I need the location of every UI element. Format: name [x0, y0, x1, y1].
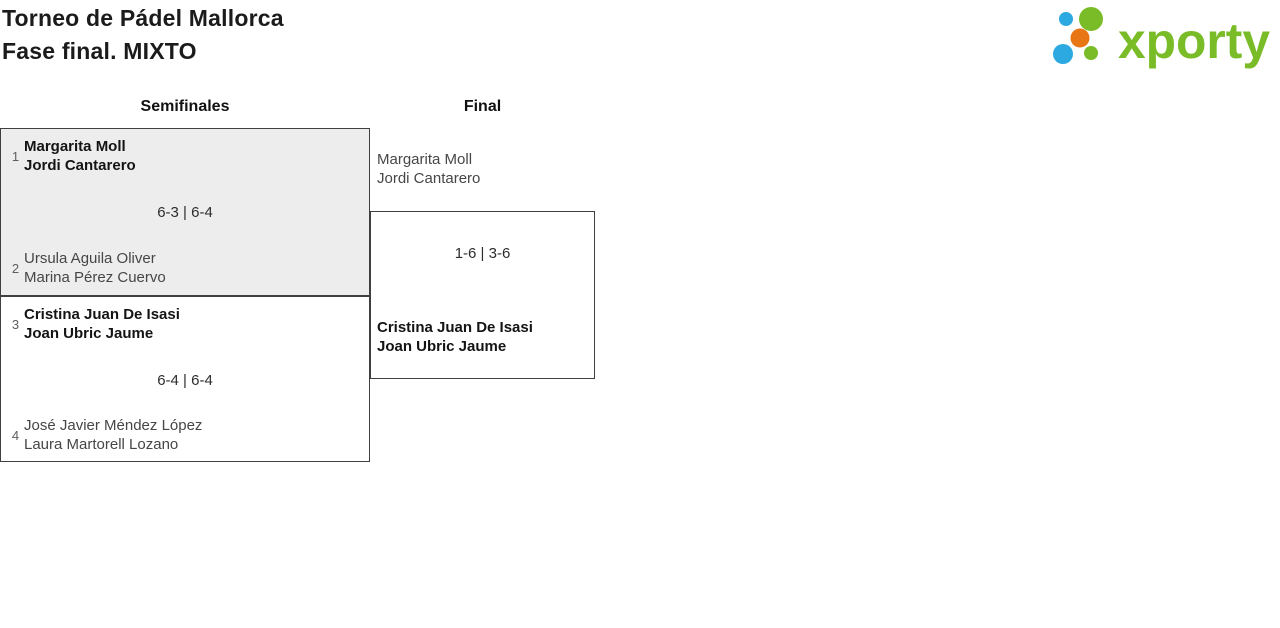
round-header-final: Final: [463, 98, 502, 115]
team-player-name: Jordi Cantarero: [24, 157, 136, 174]
tournament-title: Torneo de Pádel Mallorca: [2, 5, 284, 31]
seed-number: 3: [11, 316, 20, 332]
team-player-name: Marina Pérez Cuervo: [24, 269, 166, 286]
xporty-logo-icon: [1053, 7, 1103, 64]
team-player-name: Joan Ubric Jaume: [24, 325, 154, 342]
tournament-subtitle: Fase final. MIXTO: [2, 38, 197, 64]
match-score: 6-3 | 6-4: [157, 204, 213, 221]
team-player-name: Cristina Juan De Isasi: [377, 319, 533, 336]
final-match-score: 1-6 | 3-6: [454, 245, 511, 262]
team-player-name: Laura Martorell Lozano: [24, 436, 179, 453]
team-player-name: Joan Ubric Jaume: [377, 338, 507, 355]
final-team-bottom: Cristina Juan De Isasi Joan Ubric Jaume: [377, 318, 533, 356]
team-names: Margarita Moll Jordi Cantarero: [24, 137, 136, 175]
seed-number: 2: [11, 260, 20, 276]
logo-dot: [1070, 28, 1090, 48]
logo-dot: [1079, 7, 1103, 31]
logo-dot: [1084, 46, 1098, 60]
final-team-top: Margarita Moll Jordi Cantarero: [377, 150, 480, 188]
team-names: Ursula Aguila Oliver Marina Pérez Cuervo: [24, 249, 166, 287]
match-box-final: [370, 211, 595, 379]
match-score: 6-4 | 6-4: [157, 372, 213, 389]
logo-wordmark: xporty: [1118, 13, 1270, 69]
match-box-semifinal-1: 1 Margarita Moll Jordi Cantarero 6-3 | 6…: [0, 128, 370, 296]
logo-dot: [1053, 44, 1073, 64]
team-names: Cristina Juan De Isasi Joan Ubric Jaume: [24, 305, 180, 343]
round-header-semifinales: Semifinales: [140, 98, 230, 115]
team-player-name: Margarita Moll: [377, 151, 473, 168]
seed-number: 4: [11, 427, 20, 443]
team-player-name: Jordi Cantarero: [377, 170, 481, 187]
team-player-name: José Javier Méndez López: [24, 417, 203, 434]
page-title: Torneo de Pádel Mallorca Fase final. MIX…: [2, 2, 284, 68]
team-player-name: Margarita Moll: [24, 138, 126, 155]
match-box-semifinal-2: 3 Cristina Juan De Isasi Joan Ubric Jaum…: [0, 296, 370, 462]
team-slot: 3 Cristina Juan De Isasi Joan Ubric Jaum…: [7, 305, 180, 343]
team-player-name: Cristina Juan De Isasi: [24, 306, 180, 323]
team-slot: 1 Margarita Moll Jordi Cantarero: [7, 137, 136, 175]
team-slot: 2 Ursula Aguila Oliver Marina Pérez Cuer…: [7, 249, 166, 287]
logo-dot: [1059, 12, 1073, 26]
team-names: José Javier Méndez López Laura Martorell…: [24, 416, 202, 454]
seed-number: 1: [11, 148, 20, 164]
xporty-logo[interactable]: xporty: [1048, 3, 1280, 75]
team-slot: 4 José Javier Méndez López Laura Martore…: [7, 416, 203, 454]
team-player-name: Ursula Aguila Oliver: [24, 250, 156, 267]
